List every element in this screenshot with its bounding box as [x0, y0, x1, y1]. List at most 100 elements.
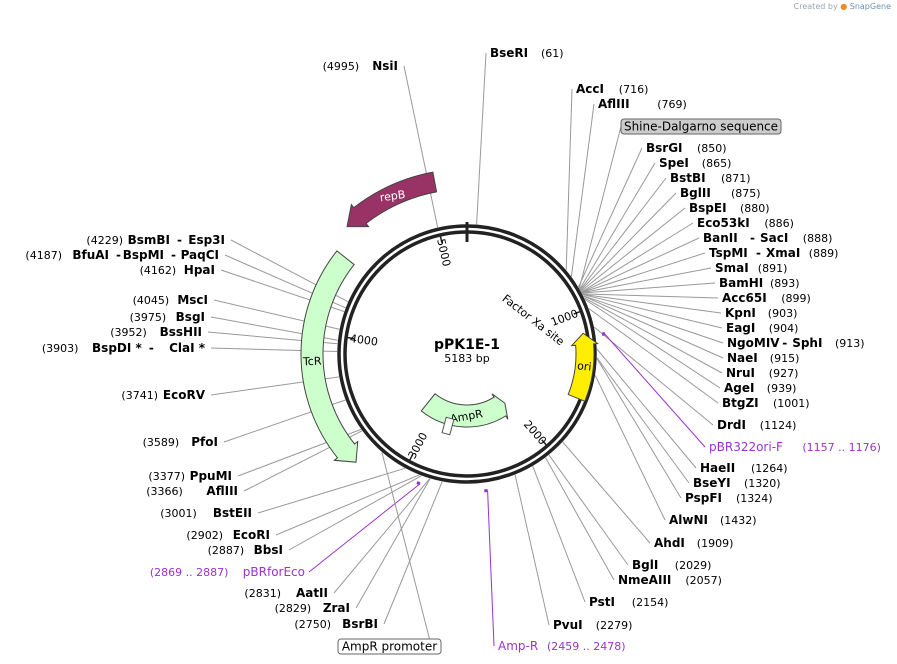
leader-line: [579, 177, 667, 291]
leader-line: [548, 454, 629, 566]
enzyme-site-ahdi[interactable]: AhdI(1909): [654, 536, 733, 550]
enzyme-site-agei[interactable]: AgeI(939): [724, 381, 796, 395]
enzyme-site-tspmi[interactable]: TspMI-XmaI(889): [709, 246, 838, 260]
enzyme-name-separator: -: [171, 248, 176, 262]
enzyme-site-bamhi[interactable]: BamHI (893): [719, 276, 800, 290]
enzyme-site-bbsi[interactable]: BbsI(2887): [208, 543, 283, 557]
enzyme-name-separator: -: [177, 233, 182, 247]
enzyme-name: AflIII: [206, 484, 238, 498]
enzyme-position: (4995): [323, 60, 360, 73]
leader-line: [275, 474, 420, 536]
enzyme-site-nmeaiii[interactable]: NmeAIII(2057): [618, 573, 722, 587]
enzyme-site-eagi[interactable]: EagI(904): [726, 321, 798, 335]
enzyme-site-bglii[interactable]: BglII(875): [680, 186, 761, 200]
enzyme-name: BamHI: [719, 276, 763, 290]
enzyme-site-ecori[interactable]: EcoRI(2902): [186, 528, 270, 542]
enzyme-name-2: ClaI *: [169, 341, 206, 355]
enzyme-position: (4045): [133, 294, 170, 307]
enzyme-site-psti[interactable]: PstI(2154): [589, 595, 668, 609]
enzyme-name: HpaI: [184, 263, 215, 277]
leader-line: [581, 252, 706, 293]
enzyme-site-spei[interactable]: SpeI(865): [659, 156, 731, 170]
enzyme-site-bstbi[interactable]: BstBI (871): [670, 171, 751, 185]
enzyme-name: NaeI: [727, 351, 758, 365]
enzyme-site-afliii[interactable]: AflIII(769): [598, 97, 687, 111]
repb-feature-arrow[interactable]: [346, 171, 438, 228]
enzyme-position: (3366): [146, 485, 183, 498]
enzyme-site-nrui[interactable]: NruI(927): [726, 366, 798, 380]
enzyme-site-msci[interactable]: MscI(4045): [133, 293, 208, 307]
leader-line: [581, 267, 712, 294]
enzyme-site-ppumi[interactable]: PpuMI(3377): [148, 469, 232, 483]
enzyme-site-bseyi[interactable]: BseYI(1320): [693, 476, 781, 490]
enzyme-name: AccI: [576, 82, 604, 96]
enzyme-site-kpni[interactable]: KpnI(903): [725, 306, 797, 320]
enzyme-name: BsgI: [176, 310, 205, 324]
enzyme-site-bsmbi[interactable]: Esp3I-BsmBI(4229): [86, 233, 225, 247]
enzyme-site-btgzi[interactable]: BtgZI(1001): [722, 396, 810, 410]
leader-line: [588, 308, 719, 404]
leader-line: [582, 293, 722, 314]
tag-text: AmpR promoter: [342, 640, 437, 654]
leader-line: [545, 457, 615, 581]
enzyme-site-pvui[interactable]: PvuI(2279): [553, 618, 632, 632]
enzyme-site-alwni[interactable]: AlwNI(1432): [669, 513, 757, 527]
enzyme-site-hpai[interactable]: HpaI(4162): [140, 263, 215, 277]
enzyme-site-bsrgi[interactable]: BsrGI(850): [646, 141, 727, 155]
enzyme-site-haeii[interactable]: HaeII(1264): [700, 461, 788, 475]
enzyme-site-bgli[interactable]: BglI(2029): [632, 558, 711, 572]
enzyme-position: (4229): [86, 234, 123, 247]
enzyme-site-bseri[interactable]: BseRI(61): [490, 46, 564, 60]
enzyme-site-pspfi[interactable]: PspFI(1324): [685, 491, 773, 505]
enzyme-name: BstBI: [670, 171, 706, 185]
enzyme-position: (886): [764, 217, 794, 230]
enzyme-site-acc65i[interactable]: Acc65I(899): [722, 291, 811, 305]
primer-amp-r[interactable]: Amp-R(2459 .. 2478): [498, 639, 626, 653]
enzyme-site-eco53ki[interactable]: Eco53kI(886): [697, 216, 794, 230]
leader-line: [581, 237, 700, 293]
enzyme-site-bfuai[interactable]: PaqCI-BspMI-BfuAI(4187): [25, 248, 219, 262]
enzyme-position: (1324): [736, 492, 773, 505]
enzyme-name: TspMI: [709, 246, 748, 260]
enzyme-site-ecorv[interactable]: EcoRV(3741): [121, 388, 205, 402]
leader-line: [403, 65, 439, 228]
enzyme-site-bspei[interactable]: BspEI(880): [689, 201, 770, 215]
credit-prefix: Created by: [793, 2, 838, 11]
enzyme-site-drdi[interactable]: DrdI(1124): [717, 418, 796, 432]
enzyme-site-bsgi[interactable]: BsgI(3975): [130, 310, 205, 324]
enzyme-position: (3377): [148, 470, 185, 483]
enzyme-site-pfoi[interactable]: PfoI(3589): [143, 435, 218, 449]
ori-feature-arrow[interactable]: [567, 332, 599, 402]
shine-dalgarno-tag[interactable]: Shine-Dalgarno sequence: [620, 118, 782, 135]
enzyme-name: ZraI: [323, 601, 350, 615]
enzyme-name: BsmBI: [128, 233, 170, 247]
enzyme-name: BglI: [632, 558, 658, 572]
enzyme-site-aatii[interactable]: AatII(2831): [244, 586, 328, 600]
enzyme-name-separator: -: [116, 248, 121, 262]
primer-name: pBR322ori-F: [709, 440, 783, 454]
enzyme-site-bsrbi[interactable]: BsrBI(2750): [294, 617, 378, 631]
enzyme-name: PfoI: [191, 435, 218, 449]
enzyme-site-afliii[interactable]: AflIII (3366): [146, 484, 238, 498]
enzyme-position: (871): [721, 172, 751, 185]
enzyme-site-banii[interactable]: BanII-SacI(888): [703, 231, 832, 245]
enzyme-site-ngomiv[interactable]: NgoMIV-SphI(913): [727, 336, 865, 350]
enzyme-site-acci[interactable]: AccI(716): [576, 82, 648, 96]
leader-line: [355, 478, 431, 609]
enzyme-site-naei[interactable]: NaeI(915): [727, 351, 799, 365]
enzyme-site-nsii[interactable]: NsiI(4995): [323, 59, 398, 73]
tcr-feature-arrow[interactable]: [300, 250, 359, 463]
enzyme-site-bsteii[interactable]: BstEII(3001): [160, 506, 252, 520]
primer-pbr322ori-f[interactable]: pBR322ori-F(1157 .. 1176): [709, 440, 881, 454]
ampr-promoter-tag[interactable]: AmpR promoter: [337, 638, 442, 655]
enzyme-site-zrai[interactable]: ZraI(2829): [275, 601, 350, 615]
enzyme-site-smai[interactable]: SmaI(891): [715, 261, 787, 275]
primer-pbrforeco[interactable]: pBRforEco(2869 .. 2887): [150, 565, 305, 579]
enzyme-position: (927): [769, 367, 799, 380]
enzyme-site-bspdi[interactable]: ClaI *-BspDI *(3903): [42, 341, 206, 355]
enzyme-position: (893): [770, 277, 800, 290]
enzyme-position: (769): [657, 98, 687, 111]
enzyme-site-bsshii[interactable]: BssHII(3952): [110, 325, 202, 339]
tick-label: 3000: [406, 430, 431, 461]
leader-line: [582, 294, 723, 329]
